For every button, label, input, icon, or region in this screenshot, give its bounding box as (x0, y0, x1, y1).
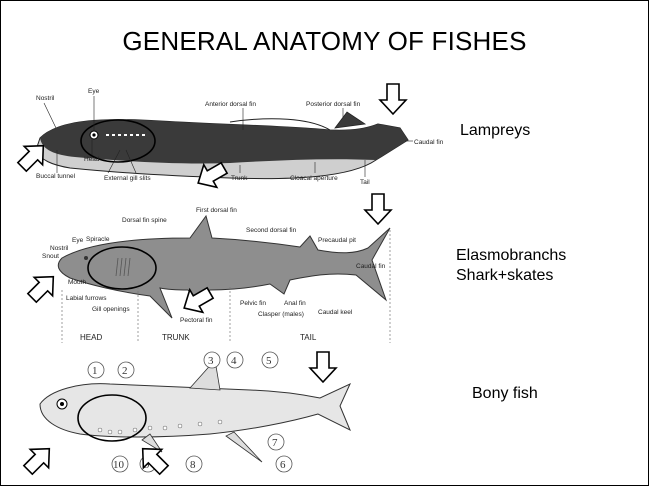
shark-labial-label: Labial furrows (66, 295, 107, 302)
shark-gill-openings-label: Gill openings (92, 306, 130, 313)
bony-num-1: 1 (92, 365, 98, 377)
shark-first-dorsal-label: First dorsal fin (196, 207, 237, 214)
bony-num-6: 6 (280, 459, 286, 471)
lamprey-gills-label: External gill slits (104, 175, 151, 182)
bony-num-10: 10 (113, 459, 125, 471)
shark-clasper-label: Clasper (males) (258, 311, 304, 318)
shark-mouth-label: Mouth (68, 279, 86, 286)
lamprey-ant-dorsal-label: Anterior dorsal fin (205, 101, 256, 108)
shark-caudal-label: Caudal fin (356, 263, 386, 270)
bony-num-3: 3 (208, 355, 214, 367)
lamprey-head-label: Head (84, 156, 100, 163)
lamprey-post-dorsal-label: Posterior dorsal fin (306, 101, 361, 108)
section-head: HEAD (80, 333, 102, 342)
shark-pelvic-label: Pelvic fin (240, 300, 266, 307)
shark-second-dorsal-label: Second dorsal fin (246, 227, 297, 234)
lamprey-cloacal-label: Cloacal aperture (290, 175, 338, 182)
lamprey-caudal-label: Caudal fin (414, 139, 444, 146)
shark-anal-label: Anal fin (284, 300, 306, 307)
bony-num-7: 7 (272, 437, 278, 449)
shark-pectoral-label: Pectoral fin (180, 317, 213, 324)
bony-fish-figure: 1 2 3 4 5 6 7 8 9 10 (40, 352, 350, 472)
shark-figure: First dorsal fin Dorsal fin spine Spirac… (42, 207, 390, 343)
section-trunk: TRUNK (162, 333, 190, 342)
arrow-pointer-icon (365, 194, 391, 224)
shark-nostril-label: Nostril (50, 245, 69, 252)
shark-eye-label: Eye (72, 237, 84, 244)
lamprey-trunk-label: Trunk (231, 175, 248, 182)
bony-num-2: 2 (122, 365, 128, 377)
bony-num-8: 8 (190, 459, 196, 471)
arrow-pointer-icon (310, 352, 336, 382)
shark-keel-label: Caudal keel (318, 309, 353, 316)
arrow-pointer-icon (380, 84, 406, 114)
bony-num-4: 4 (231, 355, 237, 367)
shark-spiracle-label: Spiracle (86, 236, 110, 243)
shark-snout-label: Snout (42, 253, 59, 260)
arrow-pointer-icon (19, 439, 59, 479)
shark-dorsal-spine-label: Dorsal fin spine (122, 217, 167, 224)
lamprey-nostril-label: Nostril (36, 95, 55, 102)
lamprey-eye-label: Eye (88, 88, 100, 95)
shark-precaudal-label: Precaudal pit (318, 237, 356, 244)
section-tail: TAIL (300, 333, 317, 342)
arrow-pointer-icon (23, 267, 63, 307)
lamprey-buccal-label: Buccal tunnel (36, 173, 76, 180)
lamprey-tail-label: Tail (360, 179, 370, 186)
bony-num-5: 5 (266, 355, 272, 367)
